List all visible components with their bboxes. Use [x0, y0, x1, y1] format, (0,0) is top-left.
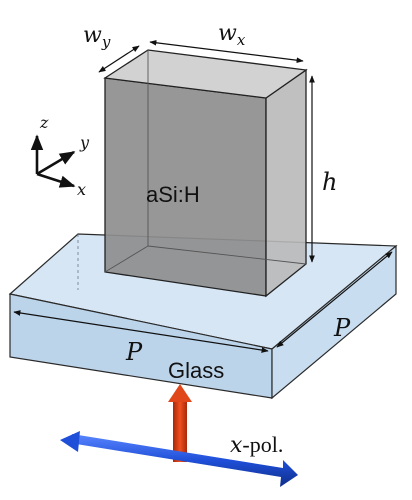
- dimension-h: h: [309, 75, 337, 263]
- polarization-arrow: [60, 431, 298, 487]
- asi-pillar: [103, 49, 308, 298]
- dimension-period-side: P: [276, 251, 393, 348]
- coordinate-axes: z y x: [30, 113, 90, 199]
- incident-light-arrow: [168, 384, 192, 462]
- wy-label: wy: [83, 23, 111, 51]
- dimension-period-front: P: [13, 310, 269, 366]
- h-label: h: [322, 168, 337, 196]
- period-front-label: P: [125, 338, 143, 366]
- y-axis-label: y: [79, 133, 90, 152]
- x-axis-label: x: [77, 180, 86, 199]
- dimension-wy: wy: [83, 23, 140, 73]
- material-label: aSi:H: [146, 182, 200, 207]
- period-side-label: P: [333, 314, 351, 342]
- z-axis-label: z: [39, 113, 49, 132]
- wx-label: wx: [218, 21, 246, 49]
- dimension-wx: wx: [149, 21, 304, 64]
- x-axis: [36, 172, 76, 188]
- polarization-label: x-pol.: [230, 432, 283, 458]
- y-axis: [36, 150, 76, 176]
- substrate-label: Glass: [168, 358, 224, 383]
